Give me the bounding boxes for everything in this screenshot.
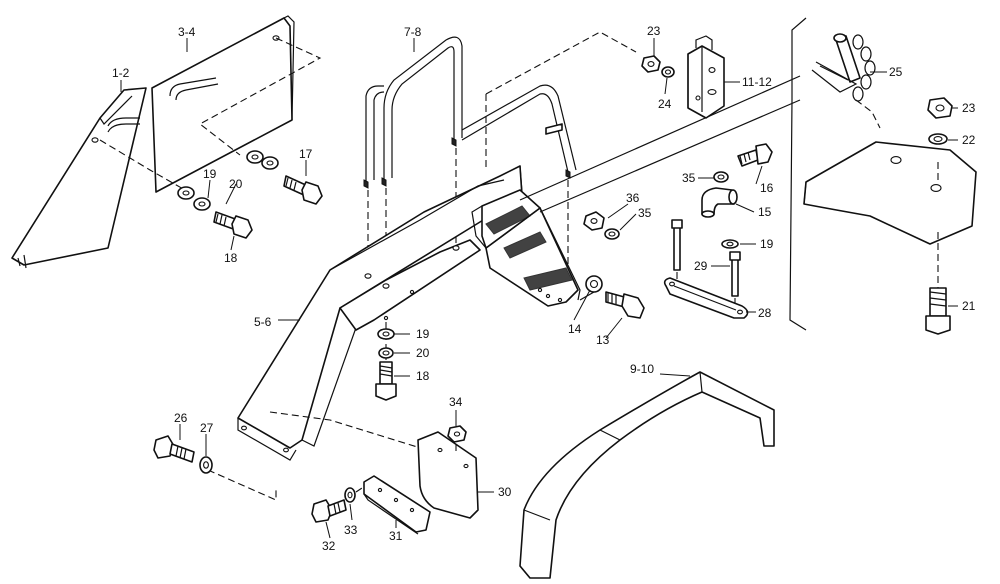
label-25: 25 bbox=[889, 65, 903, 79]
washer-35-upper bbox=[713, 171, 729, 183]
label-15: 15 bbox=[758, 205, 772, 219]
label-27: 27 bbox=[200, 421, 214, 435]
bolt-16 bbox=[737, 143, 773, 167]
label-36: 36 bbox=[626, 191, 640, 205]
washer-19-upper bbox=[246, 150, 264, 164]
washer-33 bbox=[344, 487, 356, 503]
part-11-12-bracket bbox=[687, 35, 725, 119]
elbow-fitting-15 bbox=[701, 187, 738, 218]
nut-23-upper bbox=[641, 55, 661, 73]
nut-36 bbox=[583, 211, 605, 231]
label-19-right: 19 bbox=[760, 237, 774, 251]
label-13: 13 bbox=[596, 333, 610, 347]
rod-29-left bbox=[671, 219, 683, 271]
washer-22 bbox=[928, 133, 948, 145]
part-9-10-fender-arch bbox=[519, 371, 775, 579]
part-25-pin-chain bbox=[811, 33, 881, 129]
label-1-2: 1-2 bbox=[112, 66, 130, 80]
label-24: 24 bbox=[658, 97, 672, 111]
rod-29-right bbox=[729, 251, 741, 297]
label-18-upper: 18 bbox=[224, 251, 238, 265]
label-29: 29 bbox=[694, 259, 708, 273]
strip-31 bbox=[363, 475, 431, 535]
label-17: 17 bbox=[299, 147, 313, 161]
washer-19-lower bbox=[177, 186, 195, 200]
nut-34 bbox=[447, 425, 467, 443]
label-30: 30 bbox=[498, 485, 512, 499]
right-mounting-plate bbox=[803, 141, 977, 245]
label-7-8: 7-8 bbox=[404, 25, 422, 39]
leader-lines bbox=[120, 38, 958, 539]
label-23-upper: 23 bbox=[647, 24, 661, 38]
label-14: 14 bbox=[568, 322, 582, 336]
part-7-8-handrail bbox=[363, 36, 577, 189]
label-18-center: 18 bbox=[416, 369, 430, 383]
bolt-32 bbox=[311, 499, 347, 523]
label-32: 32 bbox=[322, 539, 336, 553]
label-22: 22 bbox=[962, 133, 976, 147]
washer-20-upper bbox=[261, 156, 279, 170]
label-19-center: 19 bbox=[416, 327, 430, 341]
part-30-mudflap bbox=[417, 431, 479, 519]
link-plate-28 bbox=[663, 277, 749, 319]
label-9-10: 9-10 bbox=[630, 362, 654, 376]
washer-24 bbox=[661, 66, 675, 78]
label-33: 33 bbox=[344, 523, 358, 537]
bolt-26 bbox=[153, 435, 195, 463]
label-35-upper: 35 bbox=[682, 171, 696, 185]
label-21: 21 bbox=[962, 299, 976, 313]
label-34: 34 bbox=[449, 395, 463, 409]
bolt-18-upper bbox=[213, 211, 253, 239]
part-1-2-side-panel bbox=[11, 87, 147, 269]
washer-20-center bbox=[378, 347, 394, 359]
label-11-12: 11-12 bbox=[742, 75, 772, 89]
washer-27 bbox=[199, 456, 213, 474]
washer-35-lower bbox=[604, 228, 620, 240]
washer-19-right bbox=[721, 239, 739, 249]
washer-19-center bbox=[377, 328, 395, 340]
part-5-6-fender-body bbox=[237, 165, 523, 461]
nut-23-right bbox=[927, 97, 953, 119]
label-3-4: 3-4 bbox=[178, 25, 196, 39]
washer-14 bbox=[585, 275, 603, 293]
label-20-center: 20 bbox=[416, 346, 430, 360]
label-16: 16 bbox=[760, 181, 774, 195]
washer-20-lower bbox=[193, 197, 211, 211]
label-23-right: 23 bbox=[962, 101, 976, 115]
bolt-17 bbox=[283, 175, 323, 205]
bolt-13 bbox=[605, 291, 645, 319]
label-5-6: 5-6 bbox=[254, 315, 272, 329]
label-28: 28 bbox=[758, 306, 772, 320]
step-ladder bbox=[471, 189, 581, 307]
bolt-21 bbox=[925, 287, 951, 335]
label-31: 31 bbox=[389, 529, 403, 543]
label-19-upper: 19 bbox=[203, 167, 217, 181]
bolt-18-center bbox=[375, 361, 397, 401]
label-26: 26 bbox=[174, 411, 188, 425]
label-35-lower: 35 bbox=[638, 206, 652, 220]
label-20-upper: 20 bbox=[229, 177, 243, 191]
